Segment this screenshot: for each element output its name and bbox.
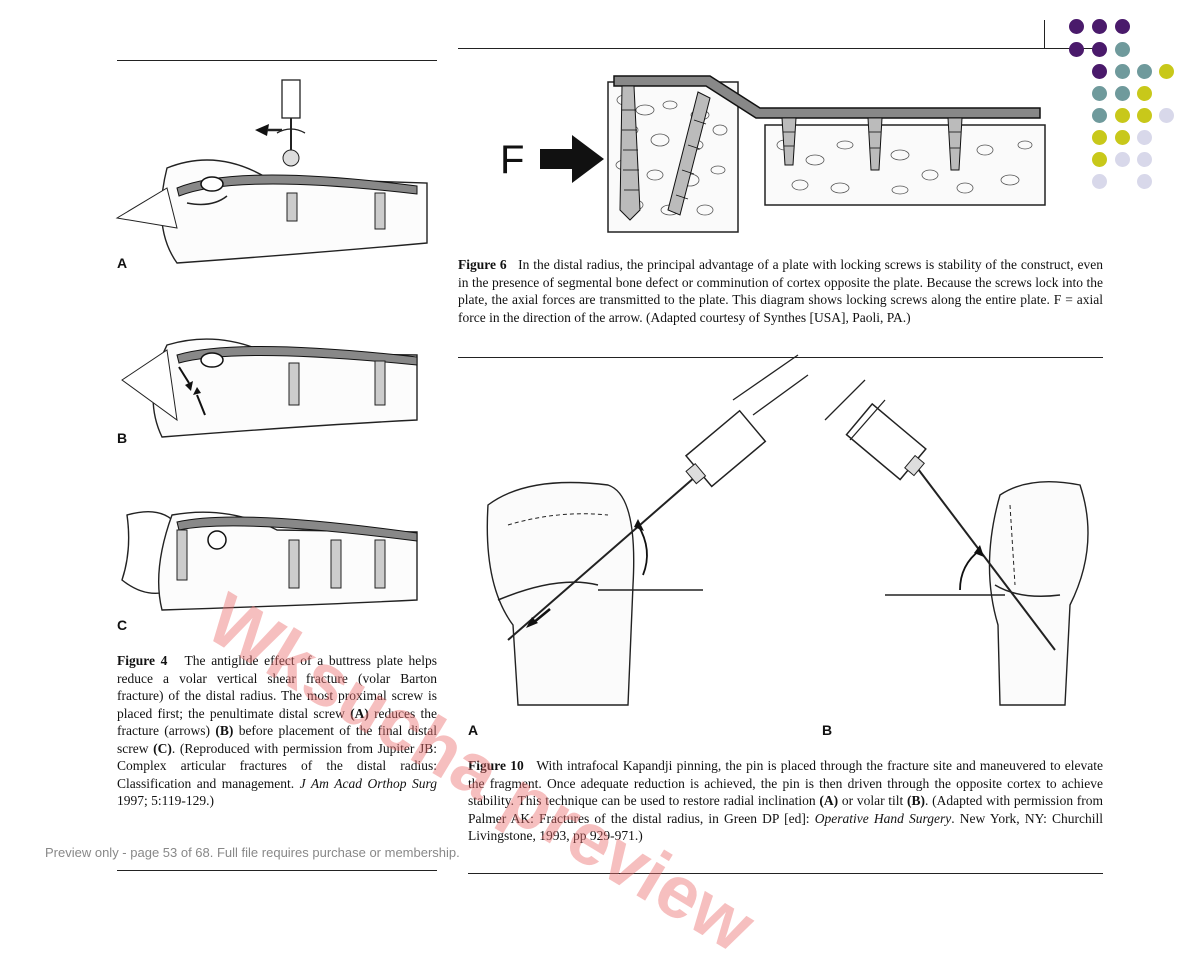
figure-10b-illustration <box>824 379 1089 706</box>
figure-4-panel-a-label: A <box>117 255 128 271</box>
rule-right-bottom <box>468 873 1103 874</box>
force-label: F <box>500 138 525 182</box>
figure-4a-illustration <box>115 79 428 264</box>
figure-4-panel-b-label: B <box>117 430 128 446</box>
figure-10-caption: Figure 10 With intrafocal Kapandji pinni… <box>468 758 1104 843</box>
force-arrow-icon <box>540 135 604 183</box>
figure-4c-illustration <box>121 511 418 611</box>
locking-plate-illustration <box>607 75 1046 233</box>
rule-left-top <box>117 60 437 61</box>
rule-top-right-vertical <box>1044 20 1045 49</box>
rule-right-top <box>458 48 1103 49</box>
figure-4-panel-c-label: C <box>117 617 128 633</box>
figure-10a-illustration <box>486 354 809 706</box>
figure-10-panel-b-label: B <box>822 722 833 738</box>
figure-6-caption: Figure 6 In the distal radius, the princ… <box>458 257 1104 325</box>
figure-4-caption: Figure 4 The antiglide effect of a buttr… <box>117 653 438 808</box>
figure-4b-illustration <box>121 338 418 438</box>
rule-mid-right <box>458 357 1103 358</box>
figure-10-panel-a-label: A <box>468 722 479 738</box>
rule-left-bottom <box>117 870 437 871</box>
preview-notice: Preview only - page 53 of 68. Full file … <box>45 845 460 860</box>
